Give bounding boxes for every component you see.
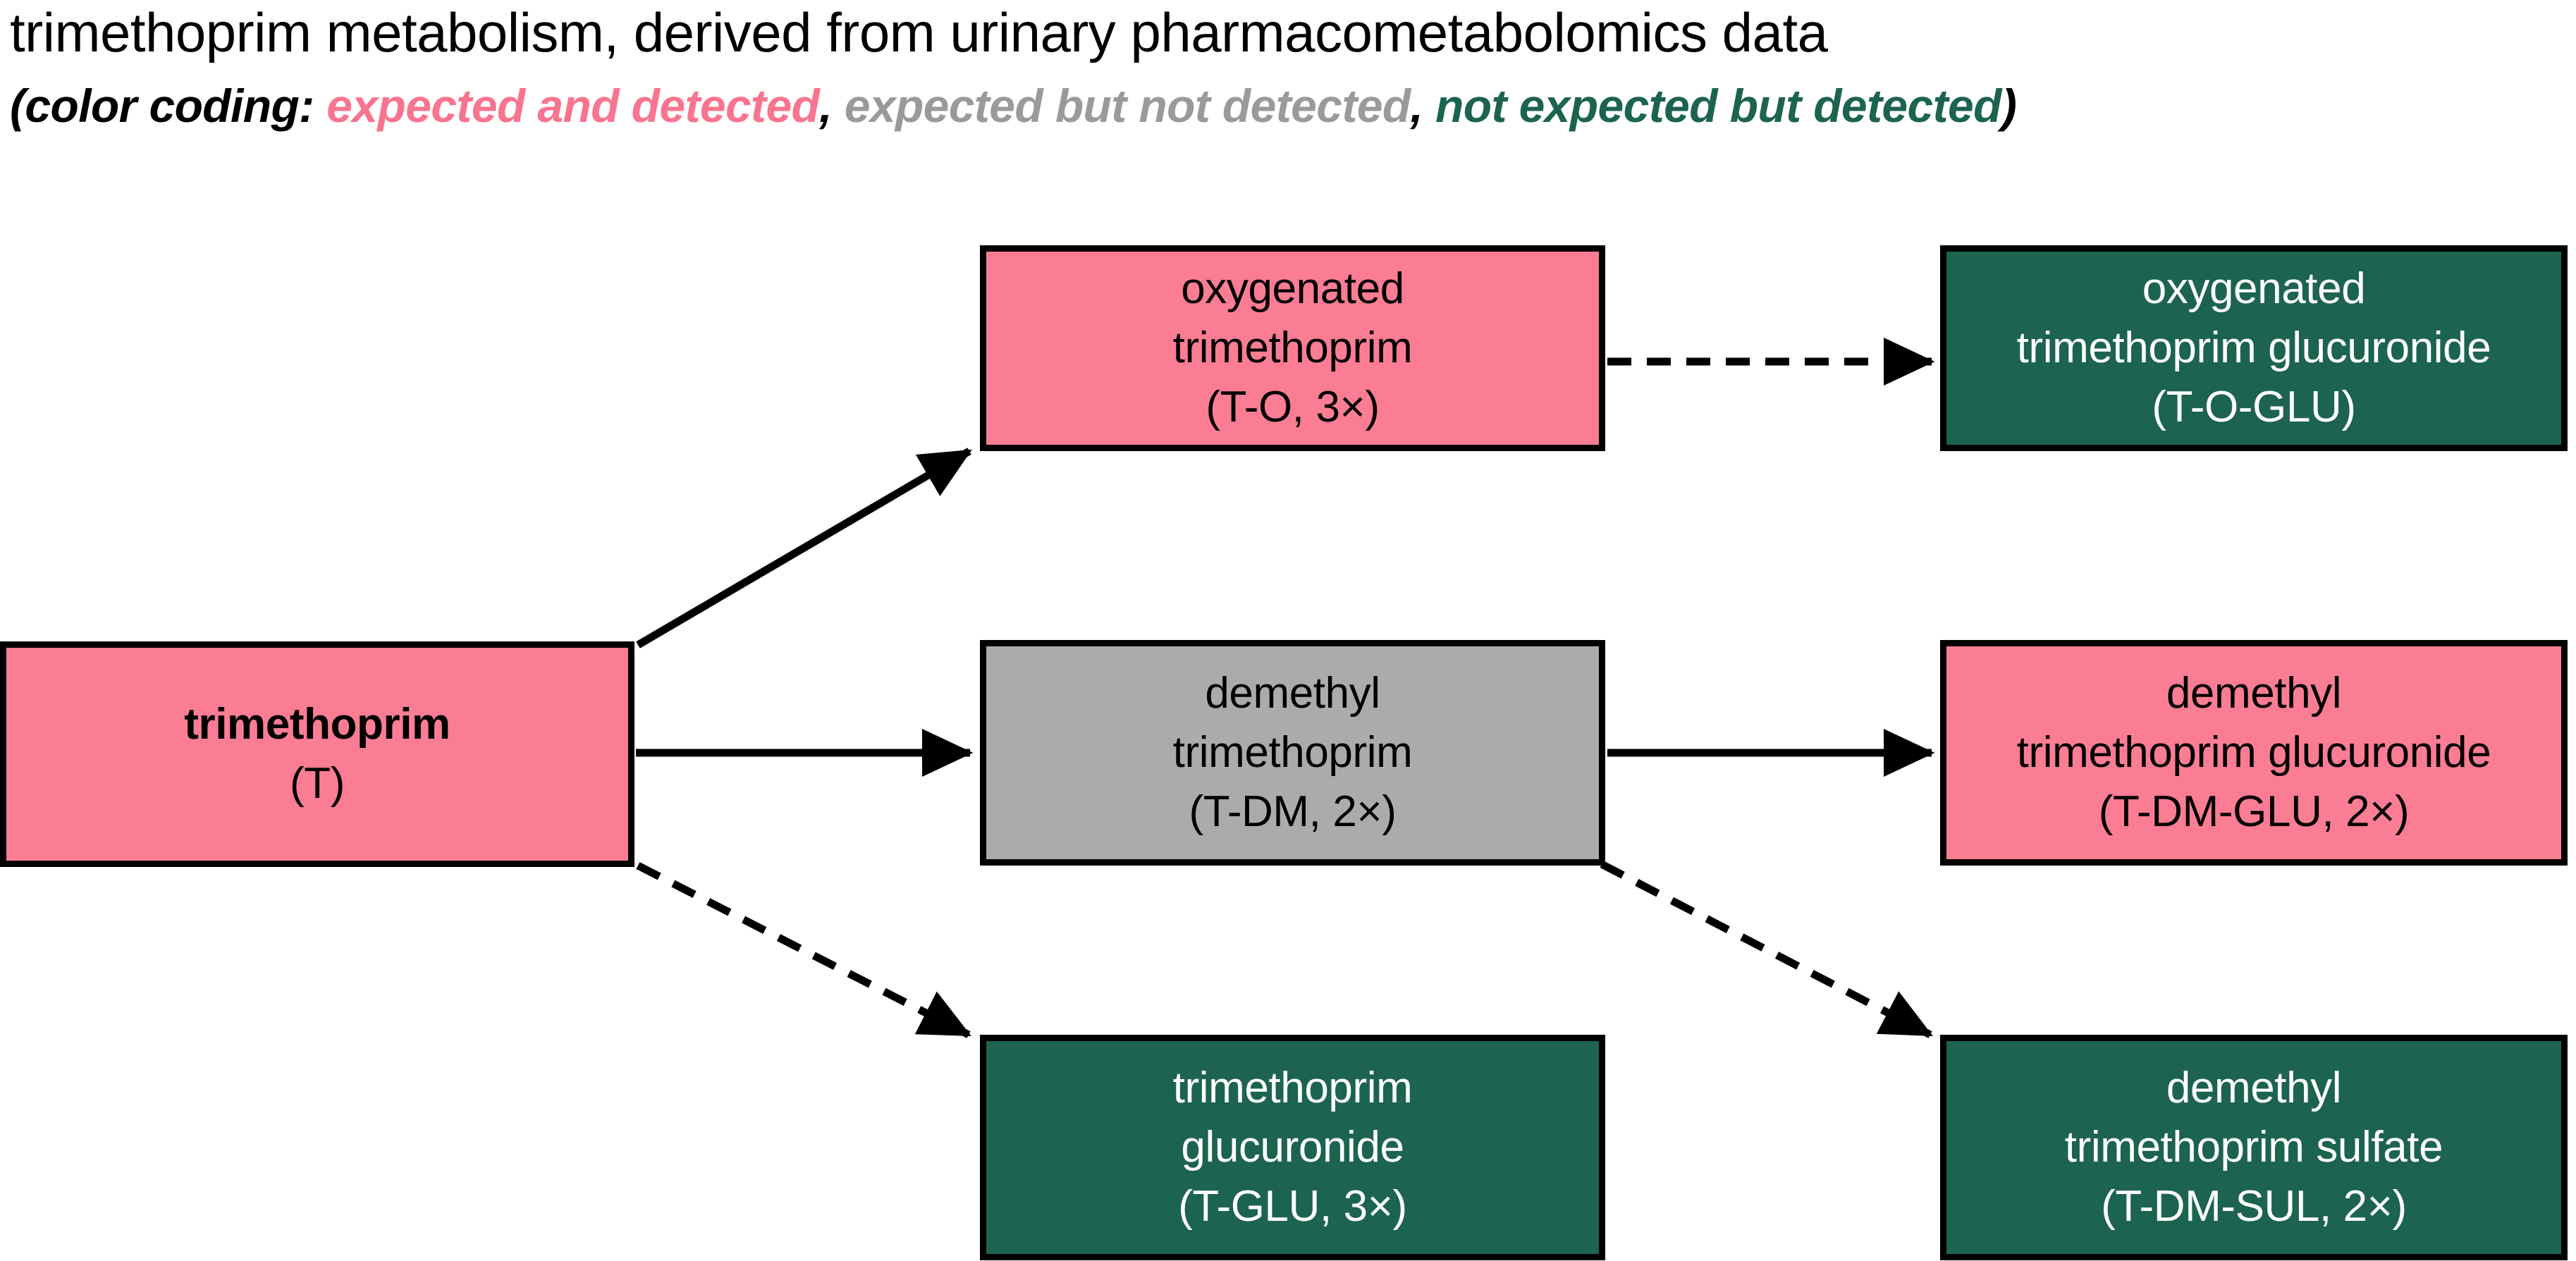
edge-t-to-t-glu (636, 862, 971, 1038)
node-label-line-2: trimethoprim glucuronide (2016, 728, 2491, 777)
node-demethyl-trimethoprim-glucuronide[interactable]: demethyl trimethoprim glucuronide (T-DM-… (1940, 640, 2568, 866)
color-coding-legend: (color coding: expected and detected, ex… (10, 73, 2576, 138)
node-label-line-1: demethyl (1205, 669, 1380, 718)
legend-item-expected-but-not-detected: expected but not detected (844, 80, 1411, 132)
node-label-line-1: demethyl (2166, 669, 2342, 718)
node-label-line-3: (T-DM, 2×) (1189, 787, 1397, 836)
node-label-line-1: oxygenated (1181, 264, 1404, 313)
node-oxygenated-trimethoprim[interactable]: oxygenated trimethoprim (T-O, 3×) (980, 245, 1605, 451)
node-label-line-3: (T-O-GLU) (2152, 383, 2356, 431)
legend-item-expected-and-detected: expected and detected (326, 80, 820, 132)
node-label-line-1: trimethoprim (184, 700, 450, 749)
legend-separator-2: , (1410, 80, 1436, 132)
page-title: trimethoprim metabolism, derived from ur… (10, 1, 1828, 63)
node-demethyl-trimethoprim[interactable]: demethyl trimethoprim (T-DM, 2×) (980, 640, 1605, 866)
node-oxygenated-trimethoprim-glucuronide[interactable]: oxygenated trimethoprim glucuronide (T-O… (1940, 245, 2568, 451)
legend-suffix: ) (2001, 80, 2017, 132)
node-trimethoprim-glucuronide[interactable]: trimethoprim glucuronide (T-GLU, 3×) (980, 1035, 1605, 1260)
node-label-line-1: oxygenated (2142, 264, 2366, 313)
node-label-line-3: (T-DM-GLU, 2×) (2098, 787, 2410, 836)
node-label-line-2: trimethoprim glucuronide (2016, 324, 2491, 372)
legend-separator-1: , (819, 80, 845, 132)
edge-t-to-t-o (636, 448, 972, 648)
node-label-line-2: trimethoprim (1172, 324, 1413, 372)
node-trimethoprim[interactable]: trimethoprim (T) (0, 641, 634, 867)
title-block: trimethoprim metabolism, derived from ur… (0, 0, 2576, 162)
node-demethyl-trimethoprim-sulfate[interactable]: demethyl trimethoprim sulfate (T-DM-SUL,… (1940, 1035, 2568, 1260)
edge-t-dm-to-t-dm-sul (1600, 861, 1933, 1038)
node-label-line-1: demethyl (2166, 1064, 2342, 1112)
node-label-line-1: trimethoprim (1172, 1064, 1413, 1112)
node-label-line-3: (T-GLU, 3×) (1178, 1182, 1407, 1231)
node-label-line-2: trimethoprim sulfate (2064, 1123, 2443, 1171)
node-label-line-3: (T-O, 3×) (1206, 383, 1380, 431)
node-label-line-3: (T-DM-SUL, 2×) (2101, 1182, 2407, 1231)
legend-item-not-expected-but-detected: not expected but detected (1435, 80, 2001, 132)
node-label-line-2: trimethoprim (1172, 728, 1413, 777)
legend-prefix: (color coding: (10, 80, 327, 132)
node-label-line-2: (T) (290, 759, 345, 808)
node-label-line-2: glucuronide (1181, 1123, 1404, 1171)
